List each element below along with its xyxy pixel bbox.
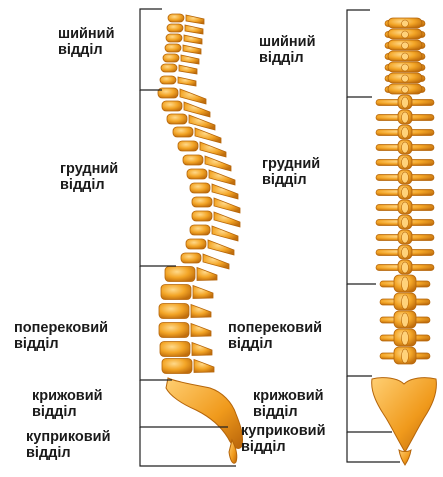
lateral-spinous-process (184, 35, 202, 44)
posterior-spinous-process (402, 349, 409, 363)
lateral-spinous-process (185, 25, 203, 34)
posterior-spinous-process (402, 313, 409, 327)
lateral-vertebra-body (163, 54, 179, 62)
lateral-spinous-process (193, 286, 213, 299)
posterior-spinous-process (402, 232, 409, 243)
posterior-spinous-process (402, 112, 409, 123)
posterior-spinous-process (402, 262, 409, 273)
posterior-spinous-process (402, 331, 409, 345)
posterior-spinous-process (402, 31, 409, 38)
lateral-spinous-process (212, 184, 238, 199)
lateral-vertebra-body (160, 76, 176, 84)
lateral-spinous-process (186, 15, 204, 24)
lateral-vertebra-body (161, 64, 177, 72)
lateral-vertebra-body (192, 211, 212, 221)
lateral-vertebra-body (178, 141, 198, 151)
lateral-spinous-process (192, 343, 212, 356)
lateral-vertebra-body (159, 323, 189, 338)
posterior-coccyx (399, 450, 411, 465)
lateral-vertebra-body (187, 169, 207, 179)
right-bracket-cervical (347, 10, 372, 97)
posterior-spinous-process (402, 187, 409, 198)
lateral-spinous-process (179, 65, 197, 74)
lateral-spinous-process (203, 254, 229, 269)
lateral-spine-view (158, 14, 243, 463)
posterior-spinous-process (402, 42, 409, 49)
lateral-spinous-process (181, 55, 199, 64)
left-bracket-cervical (140, 9, 162, 90)
lateral-spinous-process (178, 77, 196, 86)
lateral-spinous-process (191, 305, 211, 318)
posterior-sacrum (372, 378, 437, 452)
lateral-vertebra-body (161, 285, 191, 300)
lateral-vertebra-body (168, 14, 184, 22)
posterior-spinous-process (402, 127, 409, 138)
posterior-spinous-process (402, 157, 409, 168)
right-bracket-lumbar (347, 284, 372, 376)
posterior-spinous-process (402, 53, 409, 60)
posterior-vertebrae (376, 18, 434, 364)
lateral-vertebra-body (160, 342, 190, 357)
posterior-spinous-process (402, 97, 409, 108)
lateral-vertebra-body (167, 114, 187, 124)
lateral-spinous-process (183, 45, 201, 54)
posterior-spinous-process (402, 142, 409, 153)
lateral-vertebra-body (192, 197, 212, 207)
left-bracket-coccygeal (140, 427, 236, 466)
posterior-spine-view (372, 18, 437, 465)
lateral-spinous-process (208, 240, 234, 255)
lateral-vertebra-body (162, 359, 192, 374)
posterior-spinous-process (402, 217, 409, 228)
lateral-vertebra-body (167, 24, 183, 32)
lateral-vertebra-body (190, 225, 210, 235)
posterior-spinous-process (402, 86, 409, 93)
lateral-spinous-process (191, 324, 211, 337)
lateral-vertebra-body (159, 304, 189, 319)
lateral-spinous-process (214, 212, 240, 227)
lateral-spinous-process (194, 360, 214, 373)
lateral-vertebra-body (173, 127, 193, 137)
lateral-vertebra-body (165, 44, 181, 52)
lateral-vertebra-body (166, 34, 182, 42)
posterior-spinous-process (402, 295, 409, 309)
lateral-vertebra-body (190, 183, 210, 193)
right-bracket-coccygeal (347, 432, 400, 462)
lateral-spinous-process (214, 198, 240, 213)
lateral-spinous-process (205, 156, 231, 171)
posterior-spinous-process (402, 202, 409, 213)
lateral-spinous-process (209, 170, 235, 185)
lateral-spinous-process (195, 128, 221, 143)
lateral-spinous-process (200, 142, 226, 157)
lateral-sacrum (166, 378, 243, 448)
right-bracket-thoracic (347, 97, 376, 284)
lateral-spinous-process (212, 226, 238, 241)
lateral-vertebra-body (183, 155, 203, 165)
posterior-spinous-process (402, 75, 409, 82)
posterior-spinous-process (402, 172, 409, 183)
lateral-vertebra-body (165, 267, 195, 282)
lateral-spinous-process (197, 268, 217, 281)
lateral-spinous-process (189, 115, 215, 130)
posterior-spinous-process (402, 277, 409, 291)
lateral-vertebra-body (162, 101, 182, 111)
lateral-vertebra-body (181, 253, 201, 263)
lateral-vertebra-body (186, 239, 206, 249)
posterior-spinous-process (402, 64, 409, 71)
posterior-spinous-process (402, 247, 409, 258)
posterior-spinous-process (402, 20, 409, 27)
